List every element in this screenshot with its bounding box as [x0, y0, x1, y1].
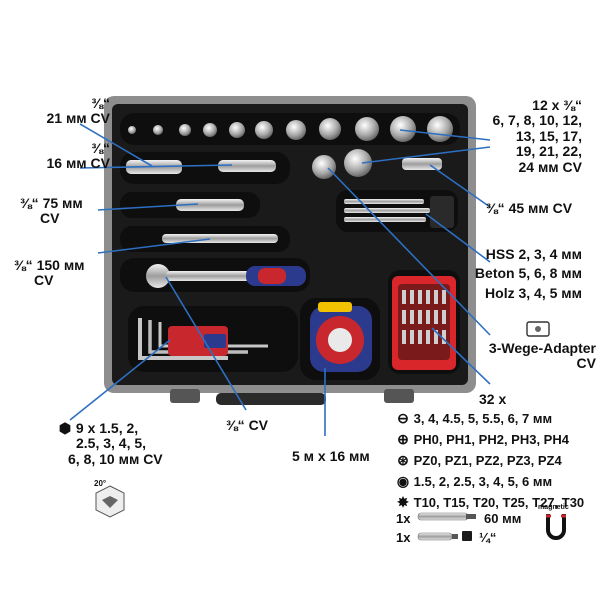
socket-22 — [312, 155, 336, 179]
drill-bits — [344, 196, 454, 228]
bit-holder-60: 1x — [396, 511, 411, 526]
bit-row-pozi: ⊛ PZ0, PZ1, PZ2, PZ3, PZ4 — [397, 452, 562, 468]
bit-row-phillips: ⊕ PH0, PH1, PH2, PH3, PH4 — [397, 431, 569, 447]
label-extension-21: ⅜“21 мм CV — [46, 95, 110, 127]
bit-holder-60-drawing — [417, 512, 476, 521]
label-universal-joint: ⅜“ 45 мм CV — [486, 200, 573, 216]
socket-24 — [344, 149, 372, 177]
label-adapter: 3-Wege-Adapter CV — [488, 340, 596, 372]
tape-measure — [310, 302, 372, 372]
bit-row-hex: ◉ 1.5, 2, 2.5, 3, 4, 5, 6 мм — [396, 473, 553, 489]
bit-row-slot: ⊖ 3, 4, 4.5, 5, 5.5, 6, 7 мм — [397, 410, 553, 426]
label-extension-16: ⅜“16 мм CV — [46, 140, 110, 172]
torx-icon: ✸ — [397, 494, 409, 510]
label-sockets: 12 x ⅜“ 6, 7, 8, 10, 12, 13, 15, 17, 19,… — [492, 97, 582, 175]
hex-key-angle-icon — [95, 485, 125, 518]
label-hex-keys: ⬢ 9 x 1.5, 2, 2.5, 3, 4, 5, 6, 8, 10 мм … — [58, 420, 163, 467]
extension-150 — [162, 234, 278, 243]
phillips-icon: ⊕ — [397, 431, 409, 447]
hex-bit-icon: ◉ — [396, 473, 410, 489]
bit-holder-quarter: 1x — [396, 530, 411, 545]
case-latch-left — [170, 389, 200, 403]
hex-key-set — [138, 318, 268, 360]
bit-holder-quarter-size: ¼“ — [479, 530, 497, 545]
extension-75 — [176, 199, 244, 211]
bit-holder-60-size: 60 мм — [484, 511, 522, 526]
bit-box — [392, 276, 456, 370]
pozi-icon: ⊛ — [397, 452, 409, 468]
label-drill-bits: HSS 2, 3, 4 мм Beton 5, 6, 8 мм Holz 3, … — [474, 246, 582, 301]
ratchet — [146, 264, 306, 288]
adapter-icon — [526, 321, 550, 337]
case-latch-right — [384, 389, 414, 403]
hexagon-icon: ⬢ — [58, 420, 72, 436]
hex-angle-badge: 20° — [94, 479, 107, 488]
magnetic-label: magnetic — [538, 504, 569, 511]
extension-16 — [218, 160, 276, 172]
leader-lines — [69, 123, 491, 436]
universal-joint — [402, 158, 442, 170]
label-tape-measure: 5 м x 16 мм — [292, 448, 370, 464]
bit-adapter-drawing — [417, 531, 472, 541]
slot-icon: ⊖ — [397, 410, 409, 426]
label-ratchet: ⅜“ CV — [226, 417, 269, 433]
magnetic-icon — [546, 514, 566, 540]
case-handle — [216, 393, 326, 405]
bit-row-torx: ✸ T10, T15, T20, T25, T27, T30 — [397, 494, 585, 510]
bits-count: 32 x — [479, 391, 507, 407]
